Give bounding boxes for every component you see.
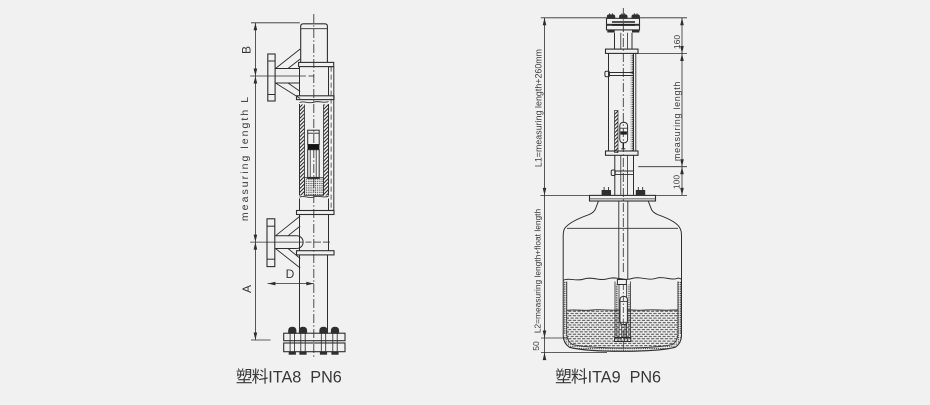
svg-text:measuring length L: measuring length L [239,95,251,221]
svg-text:D: D [286,267,295,281]
svg-text:100: 100 [671,175,681,189]
svg-text:ITA9 PN6: ITA9 PN6 [588,368,661,386]
svg-text:A: A [240,285,254,293]
svg-text:50: 50 [531,341,541,351]
svg-text:B: B [240,46,254,54]
svg-text:measuring length: measuring length [672,81,682,161]
svg-text:ITA8 PN6: ITA8 PN6 [268,368,341,386]
svg-text:L2=measuring length+float le: L2=measuring length+float length [532,209,542,334]
svg-text:L1=measuring length+260mm: L1=measuring length+260mm [533,49,543,167]
svg-text:160: 160 [672,35,682,49]
